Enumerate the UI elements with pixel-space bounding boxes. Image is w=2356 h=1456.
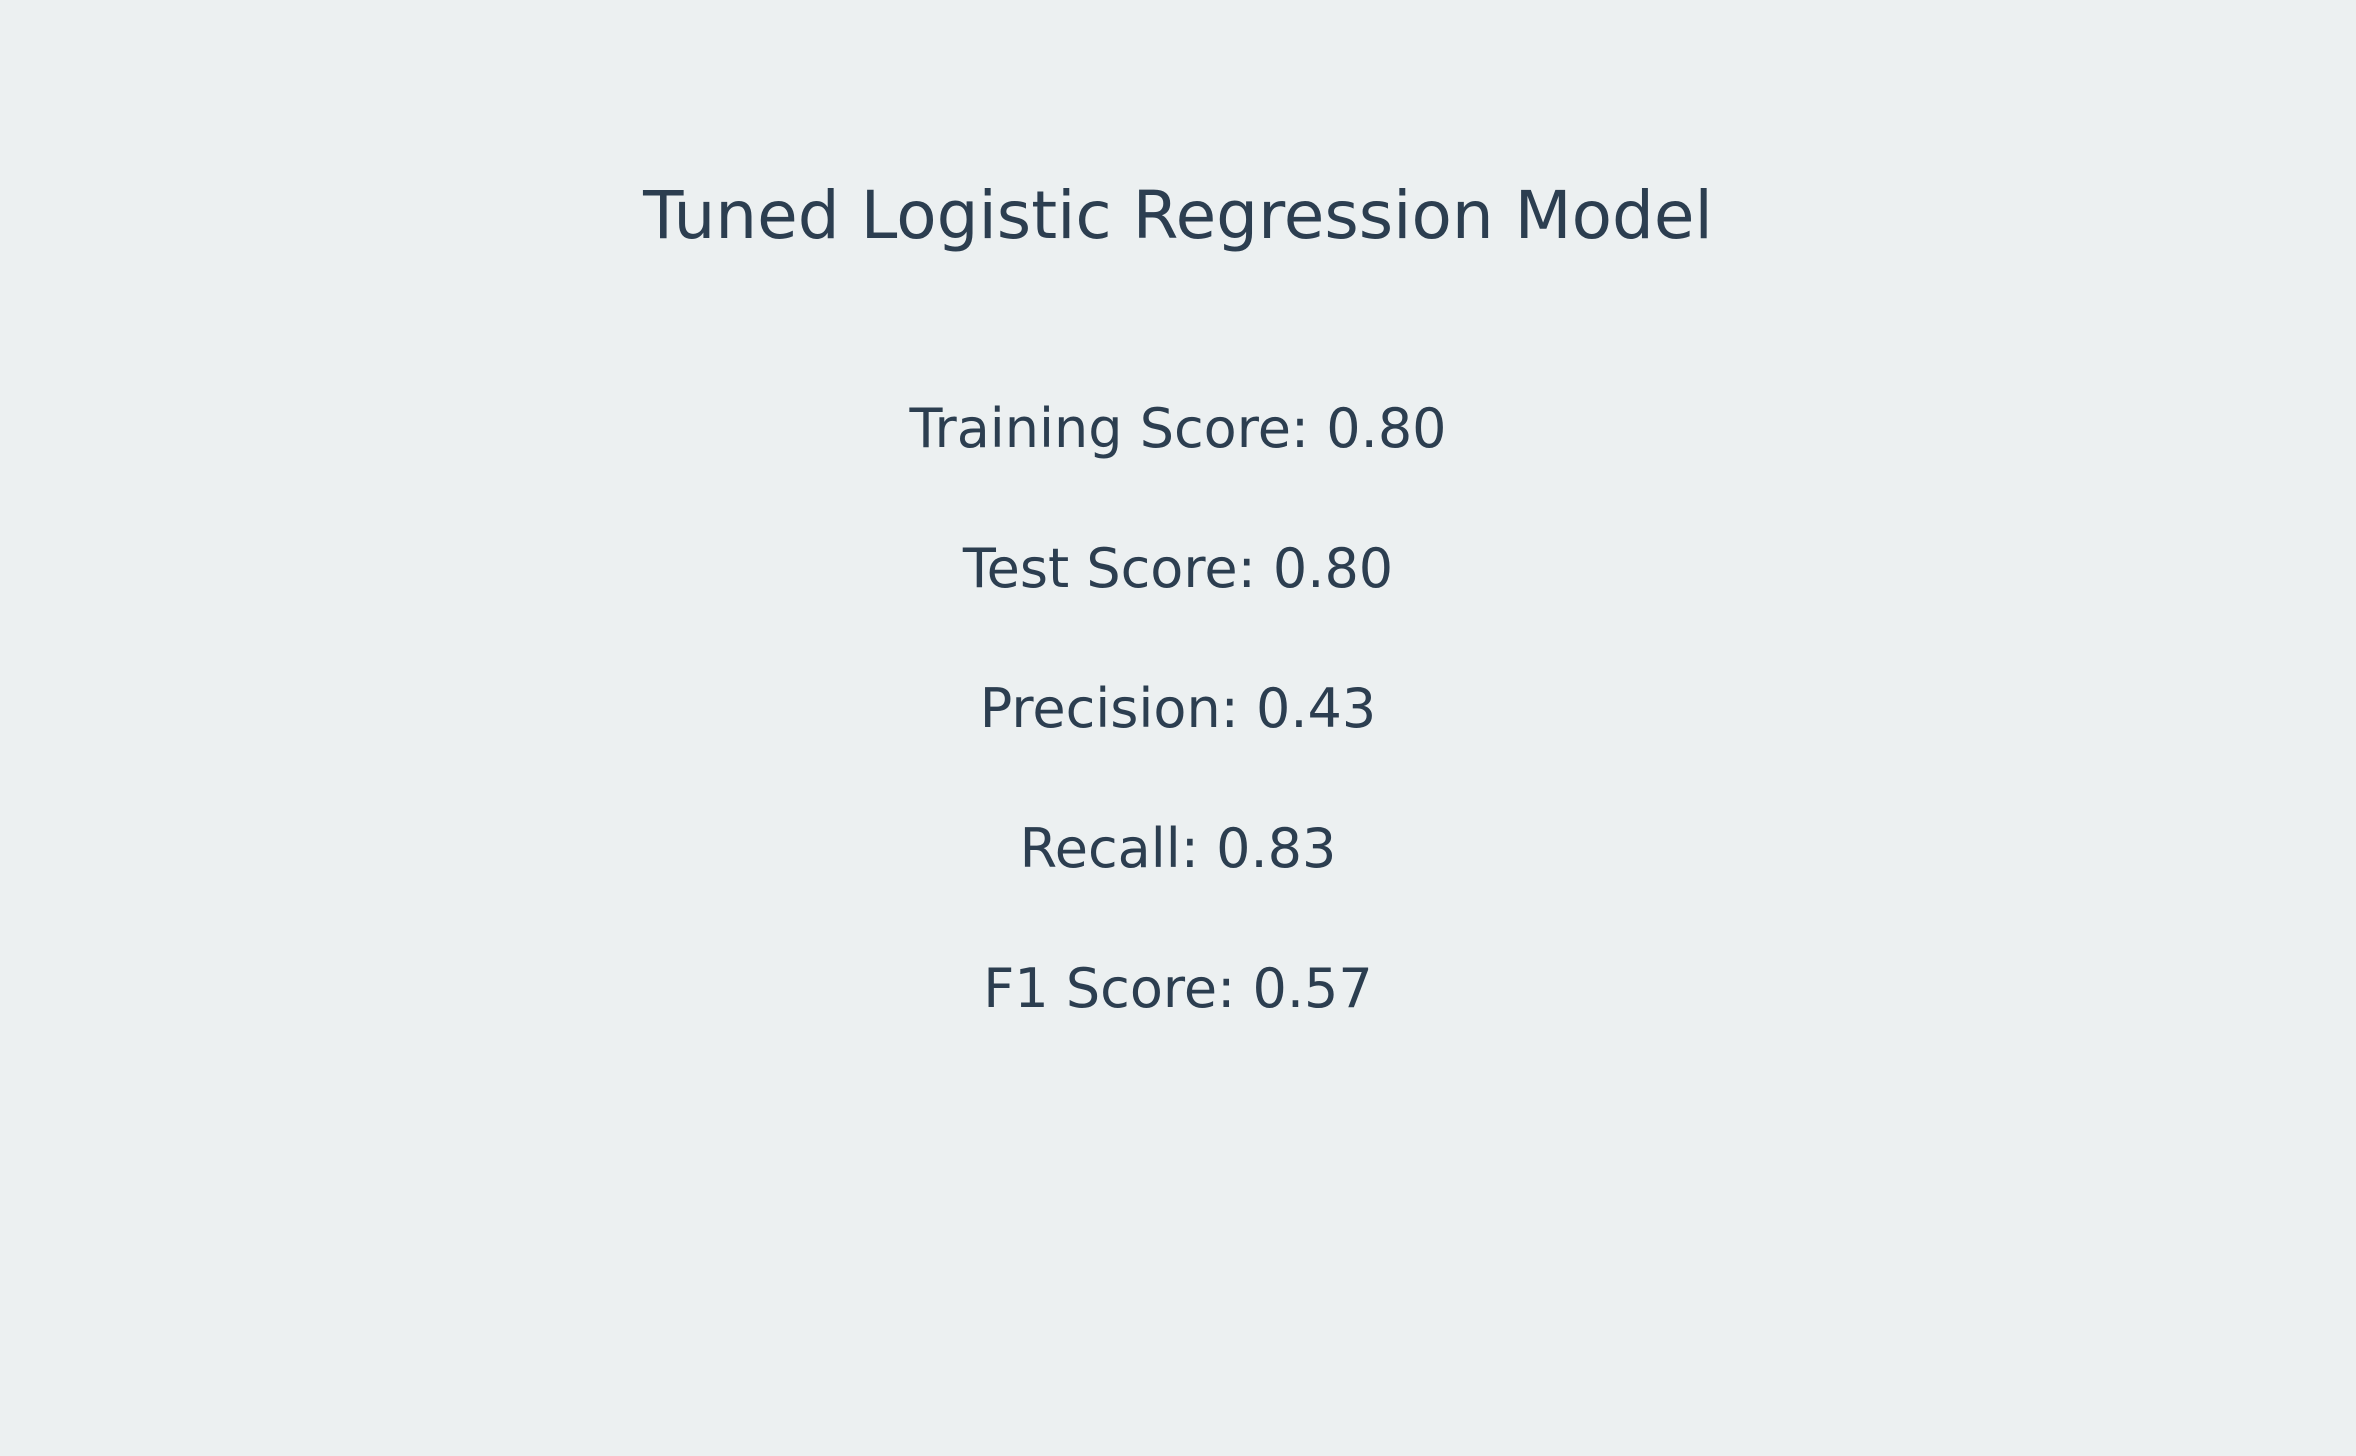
metric-recall: Recall: 0.83	[1019, 817, 1337, 880]
metrics-list: Training Score: 0.80 Test Score: 0.80 Pr…	[0, 384, 2356, 1084]
metric-f1-score: F1 Score: 0.57	[983, 957, 1373, 1020]
metric-training-score: Training Score: 0.80	[909, 397, 1447, 460]
metric-test-score: Test Score: 0.80	[962, 537, 1394, 600]
metric-precision: Precision: 0.43	[979, 677, 1377, 740]
page-title: Tuned Logistic Regression Model	[643, 177, 1713, 254]
